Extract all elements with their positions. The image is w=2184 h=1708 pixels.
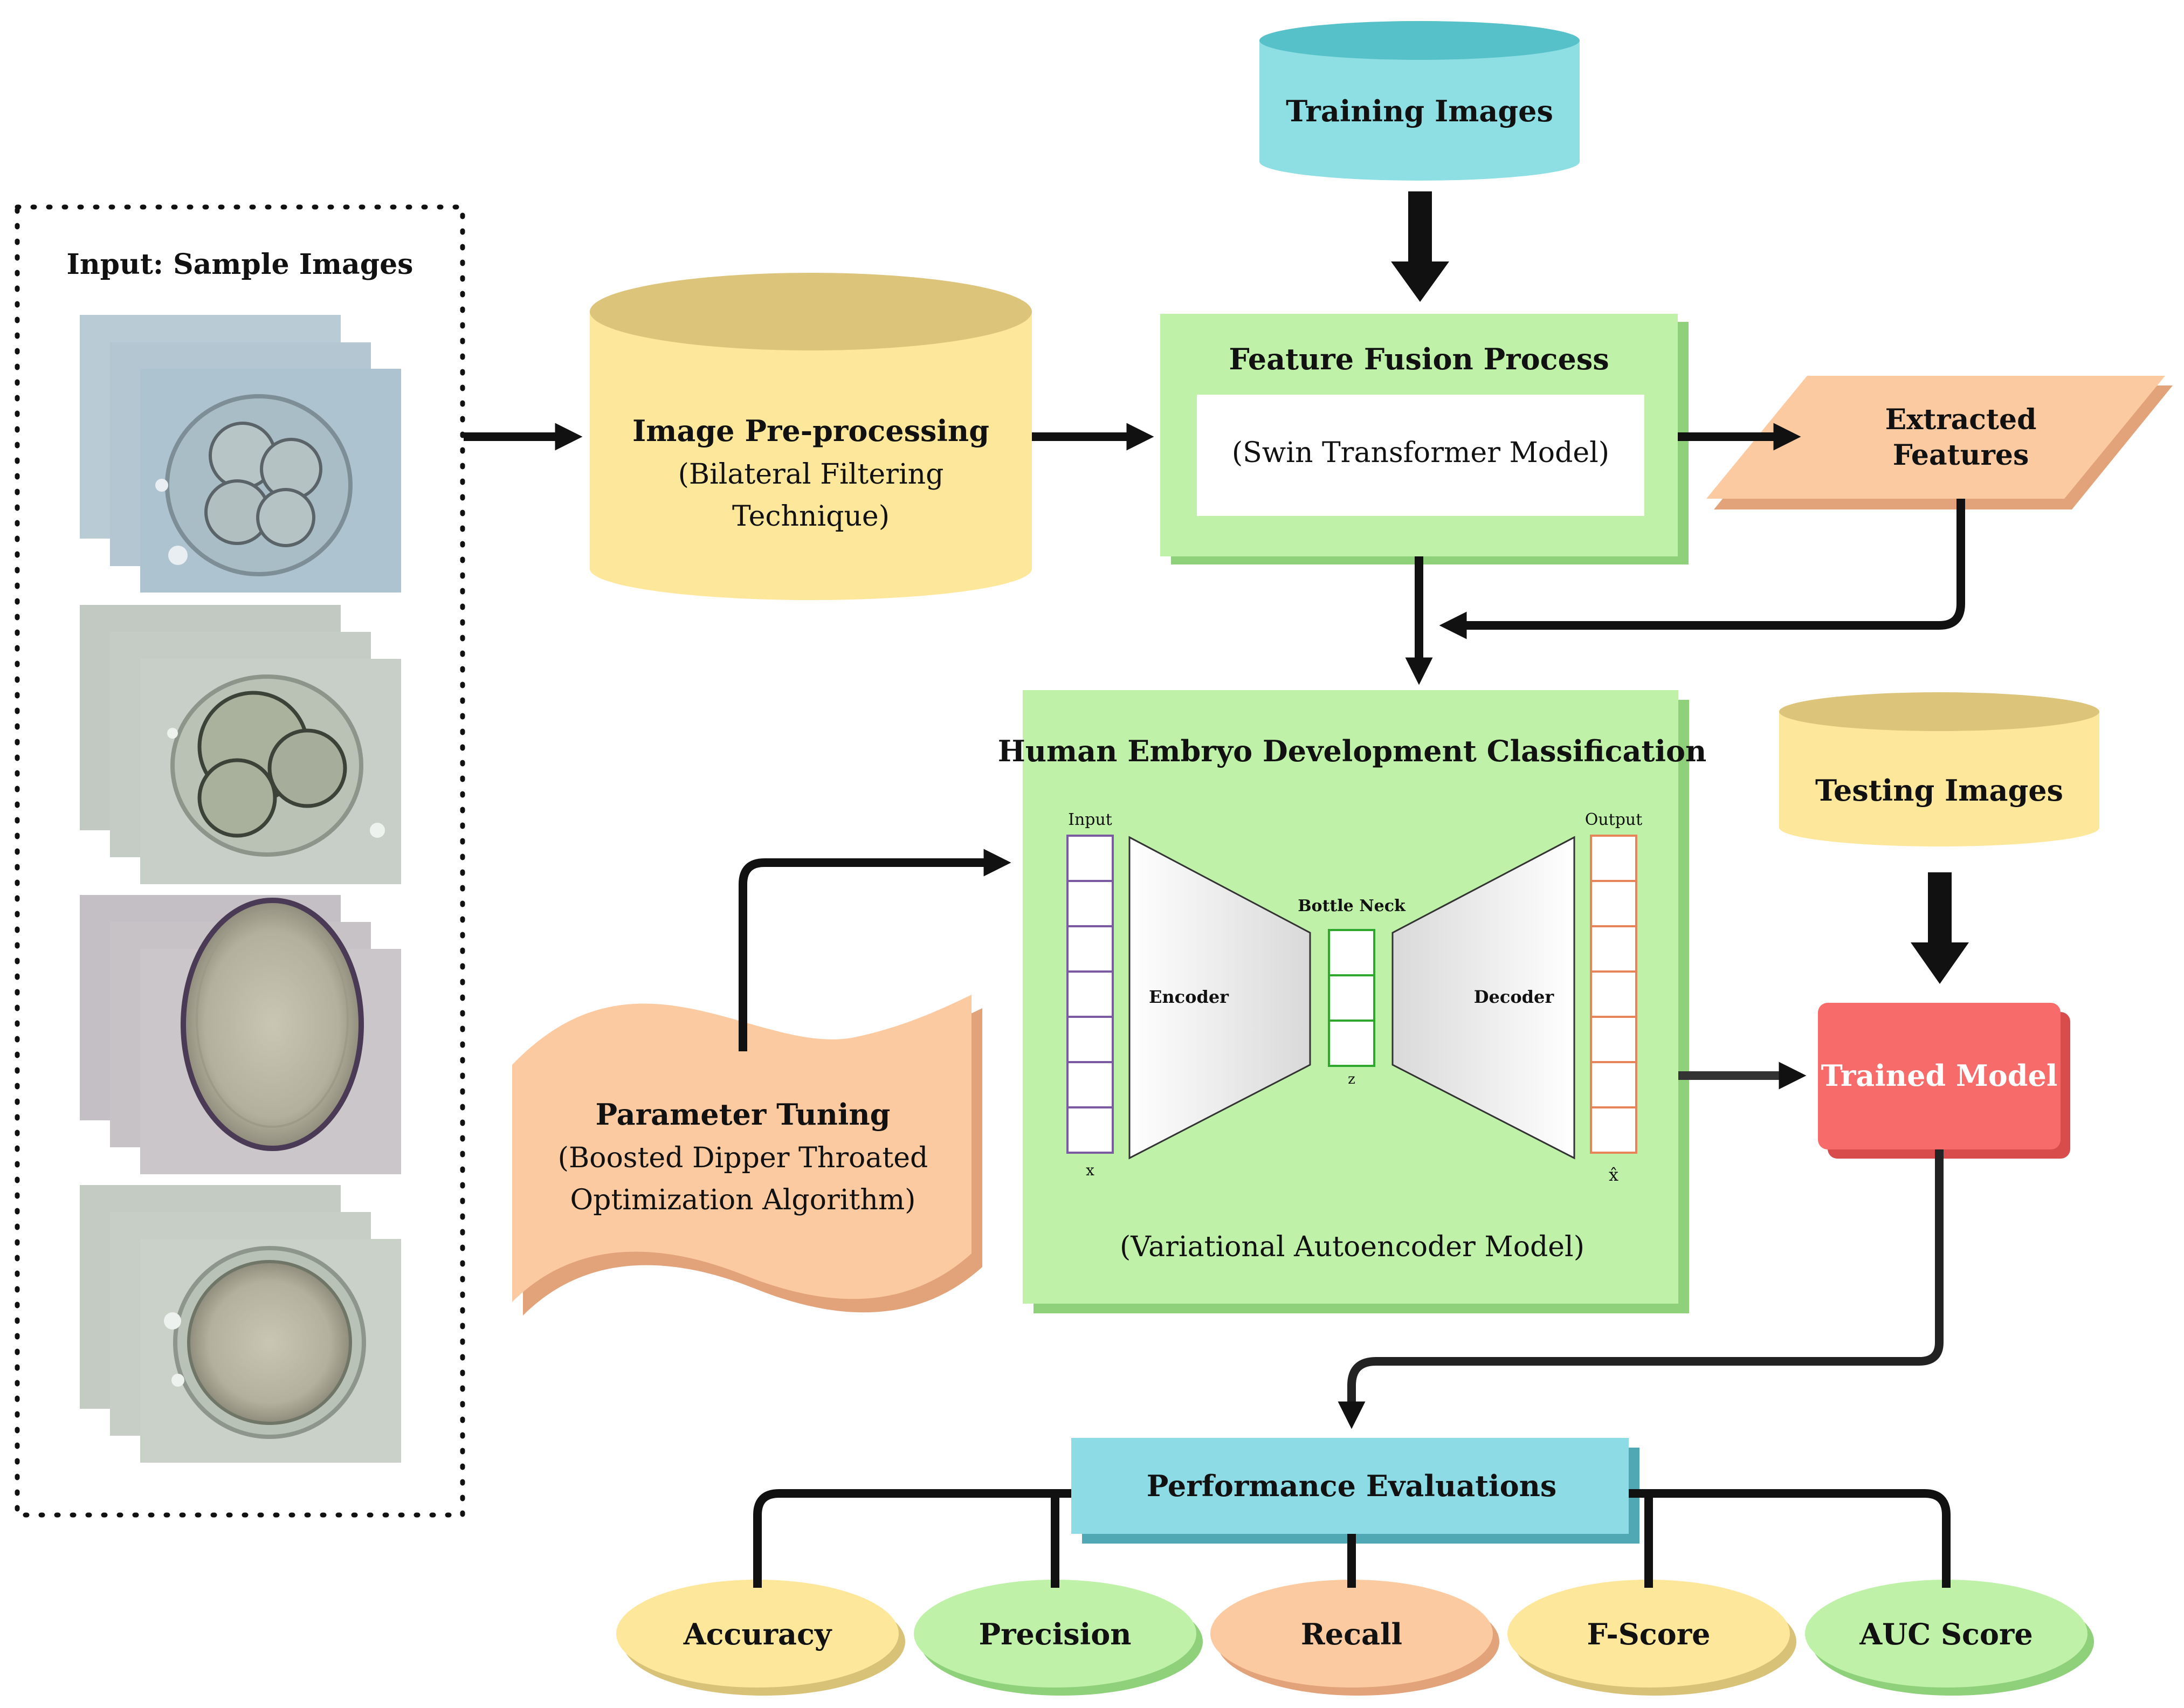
metric-label: Recall	[1301, 1617, 1402, 1651]
metrics-row: Accuracy Precision Recall F-Score AUC Score	[616, 1580, 2094, 1696]
extracted-features-line2: Features	[1893, 439, 2029, 472]
training-images-cylinder: Training Images	[1259, 21, 1580, 181]
metric-label: AUC Score	[1859, 1617, 2033, 1651]
metric-label: F-Score	[1587, 1617, 1710, 1651]
metric-precision: Precision	[914, 1580, 1203, 1696]
vae-output-label: Output	[1585, 810, 1643, 829]
performance-evaluations-box: Performance Evaluations	[1071, 1438, 1639, 1544]
metric-ellipse	[616, 1580, 899, 1688]
vae-bottleneck-cell	[1328, 929, 1375, 976]
metric-recall: Recall	[1210, 1580, 1499, 1696]
vae-output-cell	[1590, 880, 1637, 927]
vae-output-cell	[1590, 1061, 1637, 1108]
vae-diagram: Input Output Encoder Decoder Bottle Neck…	[1066, 810, 1643, 1185]
classification-model-label: (Variational Autoencoder Model)	[1120, 1231, 1584, 1263]
metric-ellipse	[1507, 1580, 1790, 1688]
vae-input-cell	[1066, 1061, 1114, 1108]
vae-output-cell	[1590, 925, 1637, 973]
arrow-features-to-classification	[1439, 499, 1965, 639]
vae-input-cell	[1066, 835, 1114, 882]
vae-xhat-label: x̂	[1609, 1165, 1618, 1185]
preprocessing-line2: Technique)	[732, 500, 890, 533]
vae-input-cell	[1066, 925, 1114, 973]
vae-encoder-label: Encoder	[1149, 987, 1229, 1007]
metric-ellipse	[1210, 1580, 1493, 1688]
preprocessing-title: Image Pre-processing	[632, 414, 989, 448]
sample-image-stack-2	[80, 605, 401, 884]
vae-bottleneck-label: Bottle Neck	[1298, 897, 1406, 915]
vae-bottleneck-vector	[1328, 929, 1375, 1067]
vae-input-vector	[1066, 835, 1114, 1154]
vae-encoder-trapezoid	[1128, 836, 1311, 1160]
testing-images-label: Testing Images	[1815, 773, 2063, 808]
metric-f-score: F-Score	[1507, 1580, 1796, 1696]
tree-branch-auc	[1629, 1489, 1951, 1588]
preprocessing-line1: (Bilateral Filtering	[678, 458, 944, 491]
arrow-tuning-to-classification	[739, 849, 1011, 1051]
parameter-tuning-line1: (Boosted Dipper Throated	[558, 1142, 928, 1174]
vae-output-cell	[1590, 1016, 1637, 1063]
training-images-label: Training Images	[1286, 94, 1553, 128]
metric-ellipse	[914, 1580, 1196, 1688]
performance-title: Performance Evaluations	[1147, 1469, 1557, 1503]
feature-fusion-subtitle: (Swin Transformer Model)	[1232, 437, 1609, 469]
classification-box: Human Embryo Development Classification …	[998, 690, 1707, 1313]
parameter-tuning-title: Parameter Tuning	[596, 1097, 891, 1132]
sample-image-stack-4	[80, 1185, 401, 1463]
metric-auc-score: AUC Score	[1805, 1580, 2094, 1696]
testing-images-cylinder: Testing Images	[1779, 692, 2099, 846]
metric-label: Precision	[979, 1617, 1132, 1651]
trained-model-label: Trained Model	[1821, 1058, 2058, 1093]
classification-title: Human Embryo Development Classification	[998, 734, 1707, 768]
vae-input-cell	[1066, 1106, 1114, 1154]
metric-label: Accuracy	[683, 1617, 832, 1651]
vae-z-label: z	[1348, 1071, 1355, 1087]
input-panel: Input: Sample Images	[15, 204, 465, 1518]
vae-input-label: Input	[1068, 810, 1112, 829]
vae-bottleneck-cell	[1328, 974, 1375, 1022]
parameter-tuning-shape: Parameter Tuning (Boosted Dipper Throate…	[512, 995, 982, 1316]
preprocessing-cylinder: Image Pre-processing (Bilateral Filterin…	[590, 273, 1032, 600]
sample-image-stack-1	[80, 315, 401, 593]
vae-decoder-trapezoid	[1391, 836, 1575, 1160]
vae-output-cell	[1590, 1106, 1637, 1154]
vae-output-vector	[1590, 835, 1637, 1154]
feature-fusion-title: Feature Fusion Process	[1229, 342, 1609, 376]
vae-output-cell	[1590, 835, 1637, 882]
feature-fusion-box: Feature Fusion Process (Swin Transformer…	[1160, 314, 1689, 564]
input-panel-title: Input: Sample Images	[67, 248, 414, 281]
vae-bottleneck-cell	[1328, 1020, 1375, 1067]
metric-ellipse	[1805, 1580, 2087, 1688]
metric-accuracy: Accuracy	[616, 1580, 905, 1696]
extracted-features-line1: Extracted	[1885, 403, 2037, 436]
input-panel-border	[15, 204, 465, 1518]
swin-transformer-panel	[1197, 395, 1644, 516]
vae-decoder-label: Decoder	[1474, 987, 1555, 1007]
connectors	[464, 191, 1969, 1588]
vae-input-cell	[1066, 1016, 1114, 1063]
arrow-trained-model-to-performance	[1338, 1149, 1944, 1429]
sample-image-stack-3	[80, 895, 401, 1174]
vae-x-label: x	[1086, 1161, 1094, 1179]
vae-input-cell	[1066, 880, 1114, 927]
vae-output-cell	[1590, 970, 1637, 1018]
trained-model-box: Trained Model	[1818, 1003, 2070, 1159]
parameter-tuning-line2: Optimization Algorithm)	[570, 1184, 916, 1216]
tree-branch-accuracy	[753, 1489, 1071, 1588]
vae-input-cell	[1066, 970, 1114, 1018]
extracted-features-shape: Extracted Features	[1706, 376, 2173, 509]
